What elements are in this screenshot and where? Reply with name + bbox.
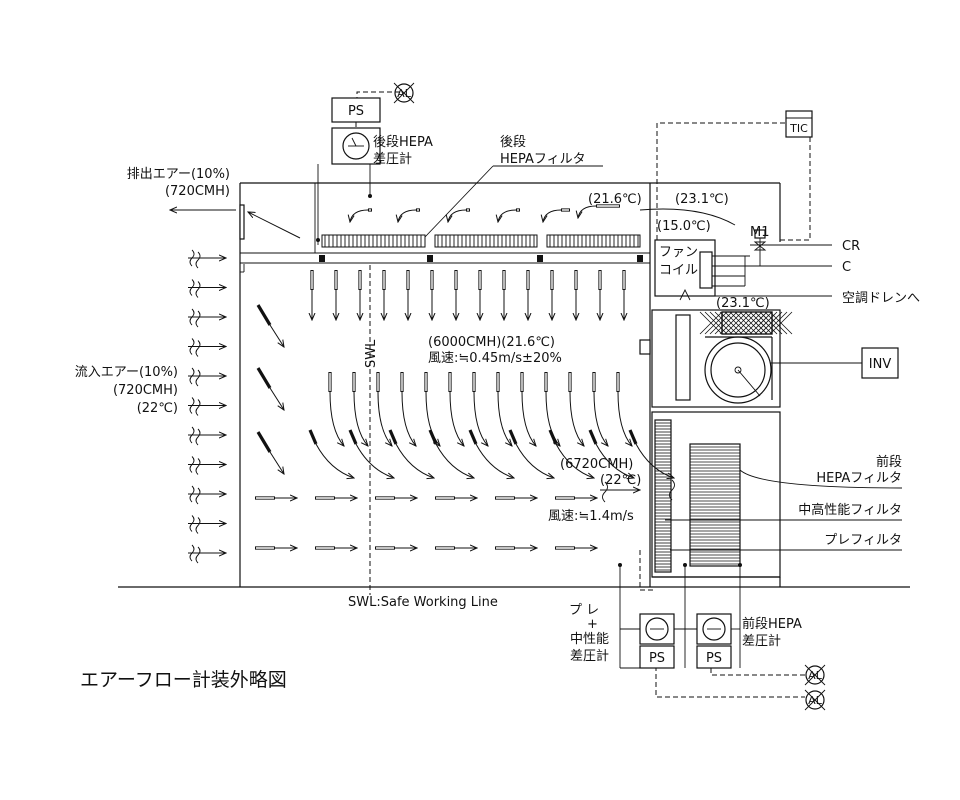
blower-fan [699, 311, 793, 404]
temp-23-1-label: (23.1℃) [675, 192, 729, 207]
al-b2-label: AL [808, 694, 823, 707]
inflow-label-2: (720CMH) [113, 383, 178, 398]
rear-hepa-gauge-label-2: 差圧計 [373, 151, 412, 167]
exhaust-label-2: (720CMH) [165, 184, 230, 199]
inflow-label-1: 流入エアー(10%) [75, 365, 178, 380]
booth-enclosure [239, 182, 781, 587]
diagram-labels: 後段HEPA 差圧計 後段 HEPAフィルタ 排出エアー(10%) (720CM… [75, 135, 920, 691]
m1-label: M1 [750, 225, 770, 240]
fan-coil-unit [654, 229, 832, 301]
temp-22-label: (22℃) [600, 473, 641, 488]
al-alarm-top: AL [393, 82, 415, 104]
cr-label: CR [842, 239, 860, 254]
al-alarm-bottom-1: AL [804, 664, 826, 686]
fan-coil-label-2: コイル [659, 263, 698, 278]
tic-label: TIC [789, 122, 808, 135]
airflow-arrows [170, 204, 736, 548]
temp-15-0-label: (15.0℃) [657, 219, 711, 234]
aircon-drain-label: 空調ドレンへ [842, 291, 920, 306]
rear-hepa-filter-label-2: HEPAフィルタ [500, 152, 586, 167]
bottom-gauges: PS PS [618, 563, 742, 669]
diagram-title: エアーフロー計装外略図 [80, 669, 287, 691]
ps-b1-label: PS [649, 651, 665, 666]
temp-21-6-label: (21.6℃) [588, 192, 642, 207]
tic-controller: TIC [785, 110, 813, 138]
swl-vertical-label: SWL [364, 339, 379, 368]
al-b1-label: AL [808, 669, 823, 682]
inv-label: INV [869, 357, 892, 372]
al-alarm-bottom-2: AL [804, 689, 826, 711]
pre-mid-label-4: 差圧計 [570, 648, 609, 664]
front-hepa-label-1: 前段 [876, 454, 902, 470]
c-label: C [842, 260, 851, 275]
inflow-label-3: (22℃) [137, 401, 178, 416]
velocity-1-4-label: 風速:≒1.4m/s [548, 509, 634, 524]
velocity-main-label: 風速:≒0.45m/s±20% [428, 351, 562, 366]
pre-filter-label: プレフィルタ [824, 533, 902, 548]
ps-b2-label: PS [706, 651, 722, 666]
fan-coil-label-1: ファン [659, 245, 698, 260]
inflow-squiggles [188, 249, 675, 564]
mid-filter-label: 中高性能フィルタ [798, 502, 902, 518]
pre-mid-label-1: プ レ [569, 603, 599, 618]
pre-mid-label-2: + [587, 617, 598, 632]
pre-mid-label-3: 中性能 [570, 632, 609, 647]
front-hepa-label-2: HEPAフィルタ [816, 471, 902, 486]
flow-6720-label: (6720CMH) [560, 457, 633, 472]
flow-main-label: (6000CMH)(21.6℃) [428, 335, 555, 350]
front-gauge-label-2: 差圧計 [742, 633, 781, 649]
leader-lines [424, 165, 903, 551]
rear-hepa-differential-gauge: PS [316, 97, 381, 245]
front-gauge-label-1: 前段HEPA [742, 616, 802, 632]
temp-23-1-b-label: (23.1℃) [716, 296, 770, 311]
rear-hepa-gauge-label-1: 後段HEPA [373, 135, 433, 150]
al-top-label: AL [397, 87, 412, 100]
exhaust-label-1: 排出エアー(10%) [127, 167, 230, 182]
swl-legend: SWL:Safe Working Line [348, 595, 498, 610]
ps-top-label: PS [348, 104, 364, 119]
rear-hepa-filter-label-1: 後段 [500, 135, 526, 150]
inverter-box: INV [770, 347, 899, 379]
filter-bank [654, 419, 741, 573]
rear-hepa-filter [319, 234, 643, 262]
